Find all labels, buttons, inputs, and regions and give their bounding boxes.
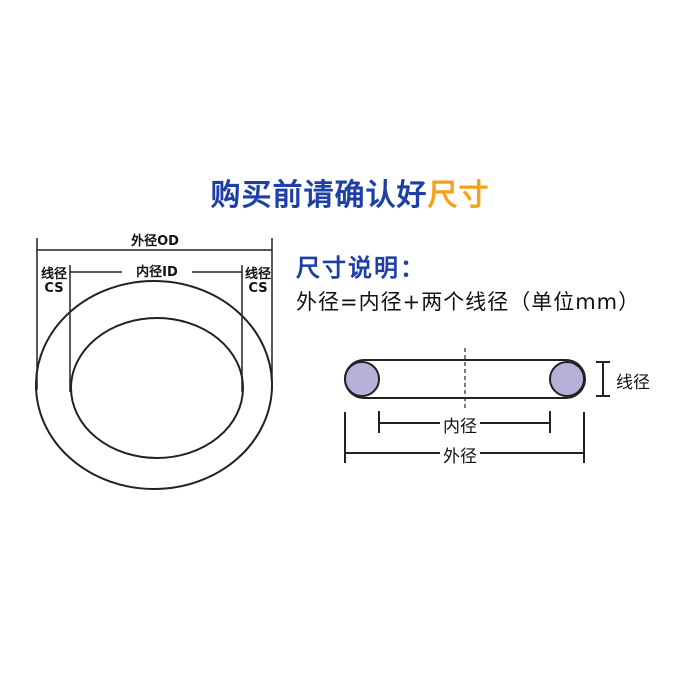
oring-cross-section [344,348,610,463]
cs-right-line1: 线径 [244,267,271,282]
outer-dim-label: 外径 [440,442,480,467]
cs-right-label: 线径 CS [242,268,274,296]
size-explanation-heading: 尺寸说明： [296,254,426,282]
title-part-2: 尺寸 [427,178,490,213]
oring-inner-edge [70,317,244,459]
page-title: 购买前请确认好尺寸 [0,170,700,214]
size-formula: 外径=内径+两个线径（单位mm） [296,290,641,314]
cs-left-label: 线径 CS [38,268,70,296]
cs-right-circle [549,361,585,397]
cs-right-line2: CS [248,281,268,296]
cs-left-line1: 线径 [40,267,67,282]
cs-left-line2: CS [44,281,64,296]
od-label: 外径OD [120,235,190,249]
title-part-1: 购买前请确认好 [210,178,428,213]
inner-dim-label: 内径 [440,412,480,437]
id-label: 内径ID [122,266,192,280]
cs-label: 线径 [613,368,653,393]
cs-left-circle [344,361,380,397]
